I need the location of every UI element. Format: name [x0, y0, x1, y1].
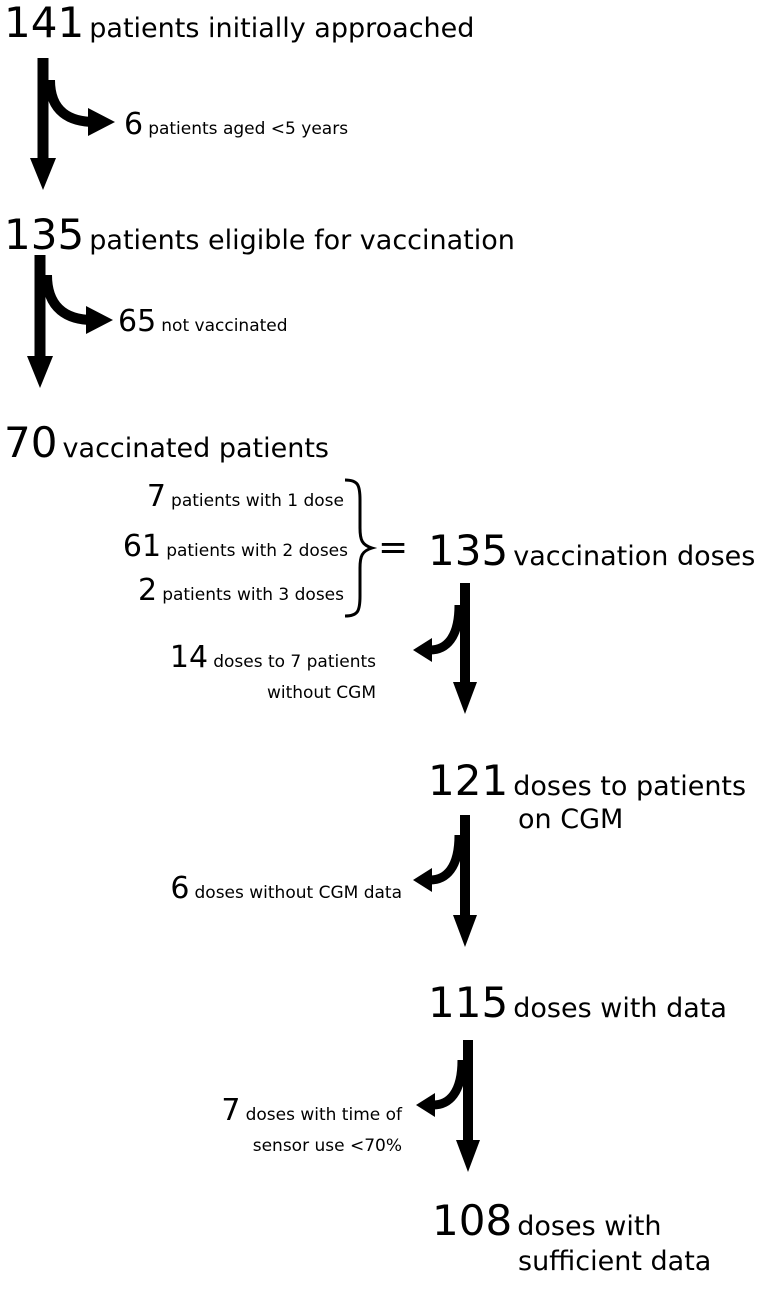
breakdown-count: 7 [146, 479, 166, 514]
step-count: 70 [4, 418, 58, 467]
branch-arrow-4 [429, 834, 464, 885]
exclusion-count: 65 [118, 304, 157, 339]
exclusion-label-line2: without CGM [266, 683, 376, 703]
exclusion-count: 14 [169, 640, 209, 675]
branch-arrow-5-head [416, 1093, 435, 1117]
exclusion-label: not vaccinated [161, 316, 288, 336]
step-121-label-line2: on CGM [518, 804, 624, 835]
exclusion-sensor-use: 7 doses with time of sensor use <70% [221, 1096, 402, 1155]
step-135-doses: 135 vaccination doses [428, 530, 755, 572]
branch-arrow-3-head [413, 638, 432, 662]
breakdown-label: patients with 3 doses [162, 585, 344, 605]
branch-arrow-1-head [88, 108, 115, 136]
step-count: 135 [428, 526, 509, 575]
step-label: doses with data [513, 993, 727, 1024]
step-count: 115 [428, 978, 509, 1027]
curly-brace [344, 478, 378, 618]
step-108: 108 doses with [432, 1200, 662, 1242]
step-label: patients initially approached [89, 13, 475, 44]
step-label-line1: doses to patients [513, 771, 747, 802]
exclusion-aged-under-5: 6 patients aged <5 years [124, 110, 348, 140]
step-count: 108 [432, 1196, 513, 1245]
breakdown-3-doses: 2 patients with 3 doses [138, 576, 344, 606]
exclusion-label-line2: sensor use <70% [252, 1136, 402, 1156]
step-108-label-line2: sufficient data [518, 1246, 712, 1277]
equals-sign: = [378, 527, 409, 568]
exclusion-without-cgm-data: 6 doses without CGM data [170, 874, 402, 904]
breakdown-label: patients with 1 dose [171, 491, 344, 511]
branch-arrow-2 [42, 274, 94, 325]
step-70-vaccinated: 70 vaccinated patients [4, 422, 329, 464]
down-arrow-4-head [453, 915, 477, 947]
step-label: vaccinated patients [62, 433, 329, 464]
down-arrow-1-head [30, 158, 56, 190]
step-label: patients eligible for vaccination [89, 225, 515, 256]
exclusion-count: 7 [221, 1093, 241, 1128]
down-arrow-2-head [27, 356, 53, 388]
exclusion-label: doses without CGM data [194, 883, 403, 903]
down-arrow-5-head [456, 1140, 480, 1172]
step-count: 141 [4, 0, 85, 47]
step-count: 135 [4, 210, 85, 259]
exclusion-count: 6 [124, 107, 144, 142]
branch-arrow-2-head [86, 306, 113, 334]
step-135-eligible: 135 patients eligible for vaccination [4, 214, 515, 256]
breakdown-label: patients with 2 doses [166, 541, 348, 561]
step-121: 121 doses to patients [428, 760, 746, 802]
exclusion-label: patients aged <5 years [148, 119, 349, 139]
exclusion-count: 6 [170, 871, 190, 906]
step-141: 141 patients initially approached [4, 2, 474, 44]
branch-arrow-4-head [413, 868, 432, 892]
step-label-line1: doses with [517, 1211, 662, 1242]
exclusion-not-vaccinated: 65 not vaccinated [118, 307, 288, 337]
breakdown-1-dose: 7 patients with 1 dose [147, 482, 344, 512]
down-arrow-3-head [453, 682, 477, 714]
breakdown-2-doses: 61 patients with 2 doses [123, 532, 348, 562]
step-115: 115 doses with data [428, 982, 727, 1024]
exclusion-label-line1: doses with time of [245, 1105, 402, 1125]
branch-arrow-5 [432, 1059, 467, 1110]
breakdown-count: 2 [138, 573, 158, 608]
exclusion-without-cgm: 14 doses to 7 patients without CGM [170, 643, 376, 702]
step-count: 121 [428, 756, 509, 805]
step-label: vaccination doses [513, 541, 756, 572]
breakdown-count: 61 [122, 529, 162, 564]
exclusion-label-line1: doses to 7 patients [213, 652, 376, 672]
branch-arrow-3 [429, 604, 464, 655]
